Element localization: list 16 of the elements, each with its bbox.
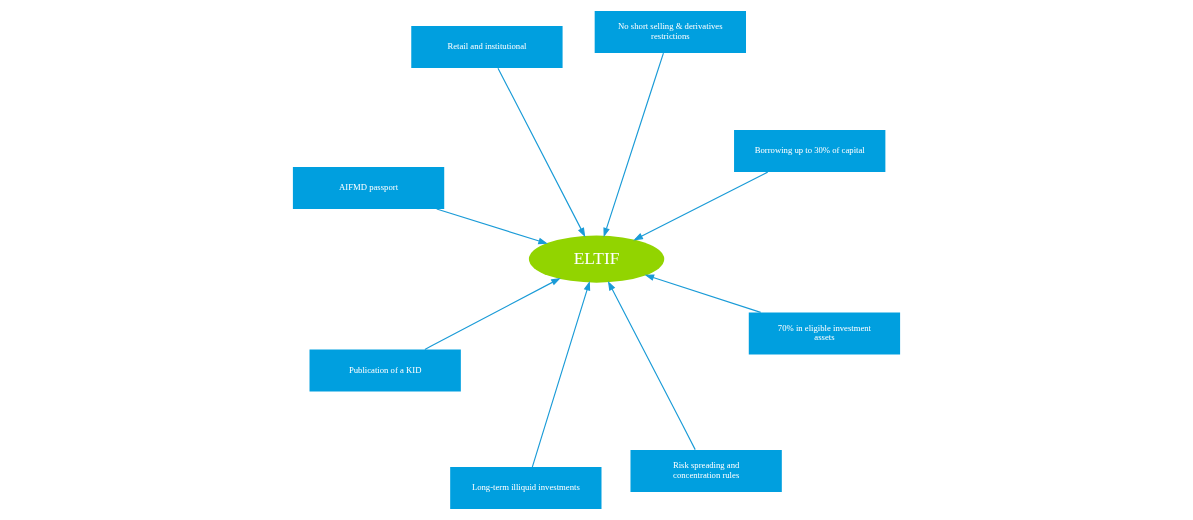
arrow xyxy=(424,277,561,351)
arrow xyxy=(633,171,769,241)
arrow xyxy=(644,274,762,313)
arrow xyxy=(436,208,548,245)
node-box: Risk spreading and concentration rules xyxy=(630,449,782,492)
node-box: Retail and institutional xyxy=(411,26,563,68)
arrow xyxy=(603,52,665,238)
arrow xyxy=(497,67,586,238)
node-box: Long-term illiquid investments xyxy=(450,467,602,510)
arrow xyxy=(607,280,696,451)
node-box: AIFMD passport xyxy=(292,166,445,209)
node-box: Publication of a KID xyxy=(309,349,461,392)
arrow xyxy=(531,280,591,468)
node-box: 70% in eligible investment assets xyxy=(748,312,901,355)
node-box: No short selling & derivatives restrictions xyxy=(594,10,746,53)
node-box: Borrowing up to 30% of capital xyxy=(734,130,886,172)
